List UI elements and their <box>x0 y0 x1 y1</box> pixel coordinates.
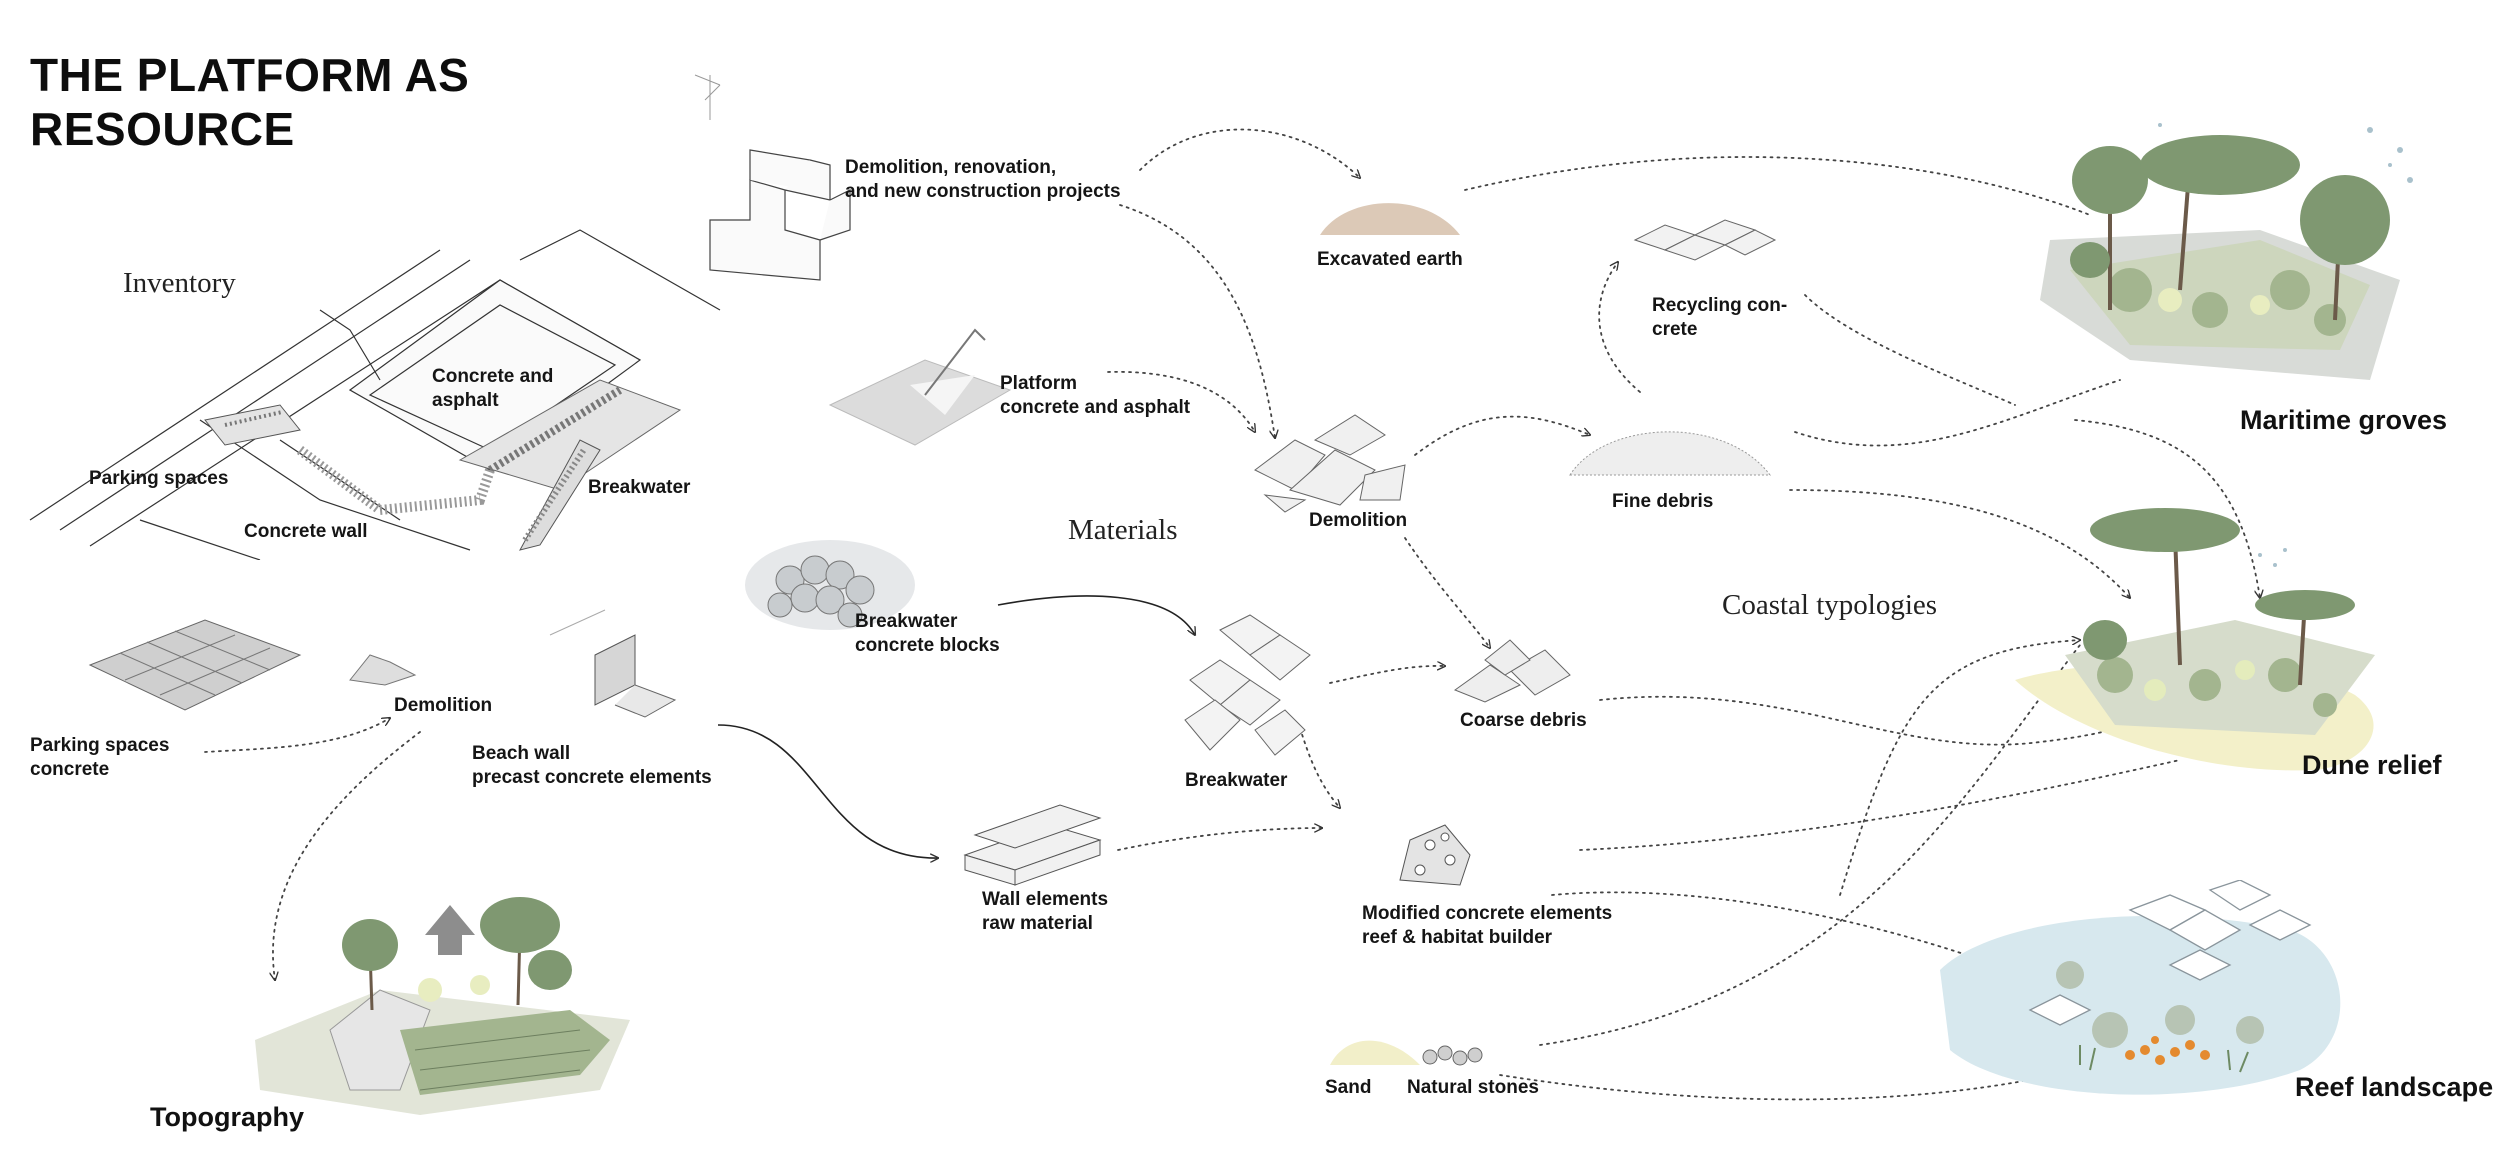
label-modified-concrete: Modified concrete elements reef & habita… <box>1362 903 1613 948</box>
label-sand: Sand <box>1325 1077 1372 1098</box>
building-demolition-illustration <box>694 74 851 281</box>
section-inventory: Inventory <box>123 267 236 299</box>
label-demolition: Demolition <box>1309 510 1408 531</box>
label-coarse-debris: Coarse debris <box>1460 710 1587 731</box>
inventory-site-axonometric <box>29 229 721 560</box>
flow-arrow <box>997 595 1195 635</box>
flow-arrow <box>1579 759 2181 851</box>
label-natural-stones: Natural stones <box>1407 1077 1539 1098</box>
label-excavated-earth: Excavated earth <box>1317 249 1463 270</box>
flow-arrow <box>1839 640 2080 896</box>
dune-relief-illustration <box>2015 508 2375 771</box>
label-demolition-small: Demolition <box>394 695 493 716</box>
flow-arrow <box>204 718 390 753</box>
modified-concrete-illustration <box>1399 824 1471 886</box>
flow-arrow <box>1464 156 2091 216</box>
flow-arrow <box>1329 666 1445 684</box>
title-line-2: RESOURCE <box>30 103 295 155</box>
label-maritime-groves: Maritime groves <box>2240 405 2448 435</box>
page-title: THE PLATFORM AS RESOURCE <box>30 48 469 156</box>
demolition-rubble-illustration <box>1254 414 1406 513</box>
label-fine-debris: Fine debris <box>1612 491 1714 512</box>
flow-arrow <box>273 731 421 980</box>
flow-arrow <box>1539 644 2081 1046</box>
maritime-groves-illustration <box>2040 123 2413 380</box>
label-dune-relief: Dune relief <box>2302 750 2442 780</box>
flow-arrow <box>1299 727 1340 808</box>
label-platform: Platform concrete and asphalt <box>1000 373 1191 418</box>
flow-arrow <box>1107 371 1255 432</box>
label-breakwater-material: Breakwater <box>1185 770 1288 791</box>
flow-arrow <box>2074 419 2260 598</box>
flow-arrow <box>1414 415 1590 456</box>
wall-elements-illustration <box>963 804 1102 886</box>
section-coastal-typologies: Coastal typologies <box>1722 589 1938 621</box>
label-concrete-asphalt: Concrete and asphalt <box>432 366 554 411</box>
flow-arrow <box>1119 204 1275 438</box>
flow-arrow <box>1404 537 1490 648</box>
sand-stones-illustration <box>1330 1040 1483 1066</box>
topography-illustration <box>255 897 630 1115</box>
flow-arrow <box>1794 379 2121 447</box>
fine-debris-illustration <box>1569 431 1772 476</box>
label-parking-spaces: Parking spaces <box>89 468 229 489</box>
label-wall-elements: Wall elements raw material <box>982 889 1109 934</box>
small-demolition-illustration <box>349 654 417 686</box>
label-beach-wall: Beach wall precast concrete elements <box>472 743 712 788</box>
flow-arrow <box>1804 294 2016 406</box>
platform-illustration <box>828 328 1012 446</box>
beach-wall-illustration <box>549 609 677 718</box>
excavated-earth-illustration <box>1320 203 1460 235</box>
parking-slab-illustration <box>88 619 302 711</box>
label-recycling-concrete: Recycling con- crete <box>1652 295 1788 340</box>
title-line-1: THE PLATFORM AS <box>30 49 470 101</box>
flow-arrow <box>1117 828 1322 851</box>
label-reef-landscape: Reef landscape <box>2295 1072 2494 1102</box>
flow-arrow <box>1139 128 1360 178</box>
label-parking-concrete: Parking spaces concrete <box>30 735 170 780</box>
section-materials: Materials <box>1068 514 1178 546</box>
recycling-concrete-illustration <box>1633 219 1777 261</box>
reef-landscape-illustration <box>1940 880 2341 1095</box>
flow-arrow <box>1598 262 1641 393</box>
coarse-debris-illustration <box>1453 639 1571 703</box>
flow-arrow <box>717 724 938 858</box>
label-demolition-projects: Demolition, renovation, and new construc… <box>845 157 1121 202</box>
label-topography: Topography <box>150 1102 304 1132</box>
breakwater-blocks-material-illustration <box>1184 614 1311 756</box>
breakwater-blocks-illustration <box>745 540 915 630</box>
label-breakwater-inventory: Breakwater <box>588 477 691 498</box>
label-concrete-wall: Concrete wall <box>244 521 368 542</box>
label-breakwater-blocks: Breakwater concrete blocks <box>855 611 1000 656</box>
